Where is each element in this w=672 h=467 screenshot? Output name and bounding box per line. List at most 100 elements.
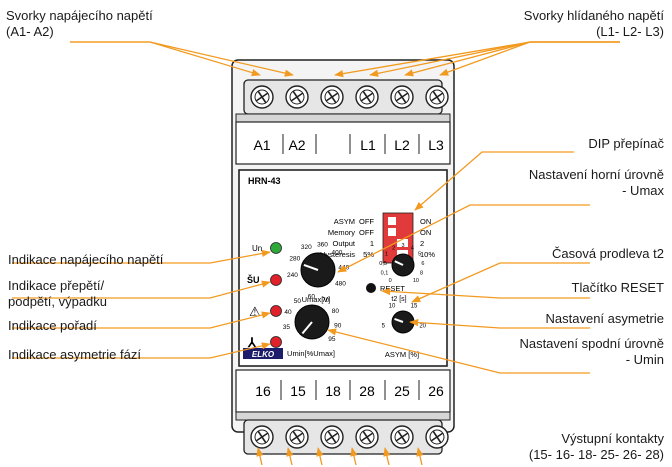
- top-screw-4: [355, 85, 379, 109]
- knobUmin-scale-label: 80: [332, 308, 340, 315]
- dip-row-3-off: 5%: [363, 250, 374, 259]
- knobTime-scale-label: 5: [418, 252, 421, 258]
- dip-row-0-off: OFF: [359, 217, 374, 226]
- bottom-screw-6: [425, 425, 449, 449]
- bottom-screw-2: [285, 425, 309, 449]
- dip-row-2-on: 2: [420, 239, 424, 248]
- top-terminal-labels: A1 A2 L1 L2 L3: [253, 134, 444, 154]
- asym-symbol: ⅄: [247, 335, 257, 350]
- callout-supply-terminals: Svorky napájecího napětí (A1- A2): [6, 8, 153, 39]
- sequence-symbol: ⚠: [249, 304, 261, 319]
- terminal-label-28: 28: [359, 383, 375, 399]
- knobUmin-scale-label: 60: [308, 293, 316, 300]
- knobUmax-scale-label: 400: [331, 249, 342, 256]
- un-label: Un: [252, 244, 262, 253]
- time-knob-label: t2 [s]: [391, 296, 406, 303]
- dip-row-0-on: ON: [420, 217, 431, 226]
- callout-sequence-indicator: Indikace pořadí: [8, 318, 97, 333]
- knobUmin-scale-label: 50: [294, 298, 302, 305]
- knobUmax-scale-label: 240: [287, 272, 298, 279]
- terminal-label-a1: A1: [253, 137, 270, 153]
- knobAsym-scale-label: 20: [419, 324, 426, 330]
- knobTime-scale-label: 6: [421, 261, 424, 267]
- model-name: HRN-43: [248, 176, 281, 186]
- callout-reset-button: Tlačítko RESET: [571, 280, 664, 295]
- callout-monitored-terminals: Svorky hlídaného napětí (L1- L2- L3): [523, 8, 664, 39]
- terminal-label-18: 18: [325, 383, 341, 399]
- top-screw-5: [390, 85, 414, 109]
- knobUmax-scale-label: 320: [301, 244, 312, 251]
- dip-row-2-name: Output: [332, 239, 355, 248]
- panel-content: HRN-43 Un ASYM OFF Memory OFF Output 1 H…: [243, 176, 435, 359]
- knobTime-scale-label: 4: [411, 245, 414, 251]
- asym-knob-label: ASYM [%]: [385, 350, 419, 359]
- reset-label: RESET: [380, 284, 405, 293]
- dip-row-1-off: OFF: [359, 228, 374, 237]
- knobTime-scale-label: 0,1: [381, 270, 389, 276]
- reset-button[interactable]: [366, 283, 376, 293]
- callout-lower-level: Nastavení spodní úrovně - Umin: [519, 336, 664, 367]
- terminal-label-l3: L3: [428, 137, 444, 153]
- callout-dip-switch: DIP přepínač: [588, 136, 664, 151]
- knobUmax-scale-label: 480: [335, 280, 346, 287]
- bottom-screws: [250, 425, 449, 449]
- knobUmin-scale-label: 40: [284, 309, 292, 316]
- elko-logo: [243, 348, 283, 359]
- callout-time-delay: Časová prodleva t2: [551, 246, 664, 261]
- led-over-under: [270, 274, 282, 286]
- callout-asym-indicator: Indikace asymetrie fází: [8, 347, 141, 362]
- dip-row-2-off: 1: [370, 239, 374, 248]
- bottom-screw-1: [250, 425, 274, 449]
- dip-row-3-on: 10%: [420, 250, 435, 259]
- knobUmin-scale-label: 90: [334, 323, 342, 330]
- led-asymmetry: [270, 336, 282, 348]
- knobTime-scale-label: 2: [392, 245, 395, 251]
- terminal-label-25: 25: [394, 383, 410, 399]
- knobTime-scale-label: 3: [401, 243, 404, 249]
- top-screw-3: [320, 85, 344, 109]
- elko-logo-text: ELKO: [252, 350, 275, 359]
- bottom-screw-3: [320, 425, 344, 449]
- umax-knob-label: Umax[V]: [302, 295, 331, 304]
- knobAsym-scale-label: 10: [389, 303, 396, 309]
- terminal-label-l2: L2: [394, 137, 410, 153]
- dip-row-1-name: Memory: [328, 228, 355, 237]
- overvoltage-symbol: ŠU: [247, 274, 260, 285]
- knobTime-scale-label: 8: [420, 270, 423, 276]
- knobTime-scale-label: 0,5: [379, 261, 387, 267]
- top-screw-1: [250, 85, 274, 109]
- callout-output-contacts: Výstupní kontakty (15- 16- 18- 25- 26- 2…: [528, 431, 664, 462]
- knobAsym-scale-label: 15: [411, 303, 418, 309]
- top-screw-6: [425, 85, 449, 109]
- knobUmin-scale-label: 70: [322, 297, 330, 304]
- top-screws: [250, 85, 449, 109]
- callout-upper-level: Nastavení horní úrovně - Umax: [528, 167, 664, 198]
- terminal-label-15: 15: [290, 383, 306, 399]
- callout-supply-indicator: Indikace napájecího napětí: [8, 252, 164, 267]
- knobUmax-scale-label: 280: [289, 256, 300, 263]
- dip-row-1-on: ON: [420, 228, 431, 237]
- knobUmin-scale-label: 35: [283, 324, 291, 331]
- bottom-screw-5: [390, 425, 414, 449]
- knobTime-scale-label: 10: [413, 278, 419, 284]
- knobUmax-scale-label: 360: [317, 242, 328, 249]
- top-screw-2: [285, 85, 309, 109]
- callout-asym-setting: Nastavení asymetrie: [545, 311, 665, 326]
- umin-knob-label: Umin[%Umax]: [287, 349, 335, 358]
- callout-over-under-indicator: Indikace přepětí/ podpětí, výpadku: [8, 278, 108, 309]
- led-supply: [270, 242, 282, 254]
- callout-lines: [12, 41, 620, 466]
- knobTime-scale-label: 0: [389, 278, 392, 284]
- terminal-label-l1: L1: [360, 137, 376, 153]
- terminal-label-16: 16: [255, 383, 271, 399]
- knobUmin-scale-label: 95: [328, 336, 336, 343]
- knobTime-scale-label: 1: [385, 252, 388, 258]
- led-sequence: [270, 305, 282, 317]
- bottom-screw-4: [355, 425, 379, 449]
- dip-row-3-name: Hysteresis: [320, 250, 355, 259]
